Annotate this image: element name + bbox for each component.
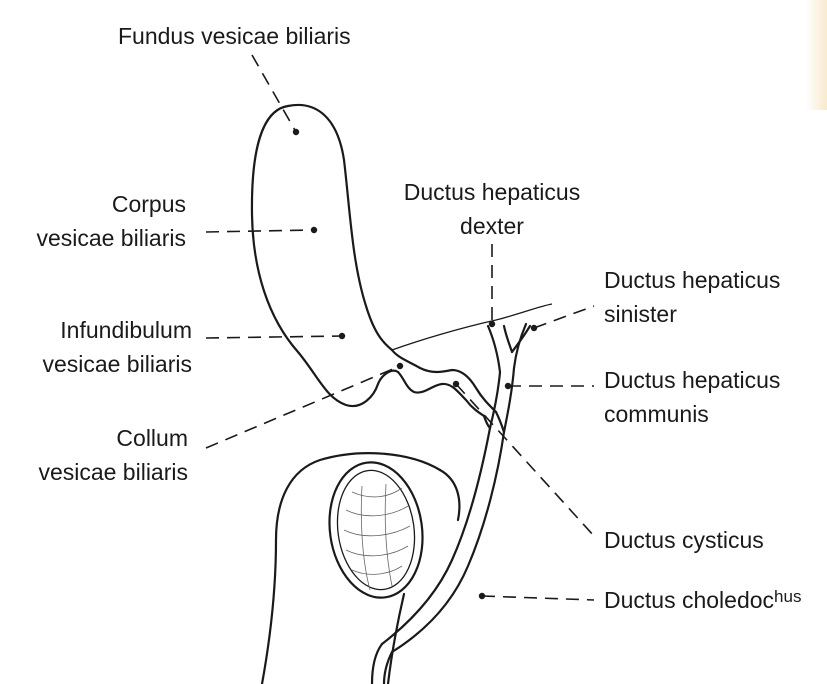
hep-sinister-label-line1: Ductus hepaticus <box>604 267 780 293</box>
fundus-label: Fundus vesicae biliaris <box>118 23 351 49</box>
leader-lines <box>206 55 594 600</box>
hepatic-ducts <box>488 324 530 432</box>
hep-communis-label-line2: communis <box>604 401 709 427</box>
labels: Fundus vesicae biliaris Corpus vesicae b… <box>36 23 801 613</box>
cysticus-label: Ductus cysticus <box>604 527 764 553</box>
corpus-label-line1: Corpus <box>112 191 186 217</box>
collum-label-line2: vesicae biliaris <box>38 459 188 485</box>
duodenum <box>262 453 459 684</box>
choledochus-label-main: Ductus choledoc <box>604 587 774 613</box>
infundibulum-label-line1: Infundibulum <box>60 317 192 343</box>
hep-communis-label-line1: Ductus hepaticus <box>604 367 780 393</box>
hep-dexter-dot <box>489 321 495 327</box>
hep-dexter-label-line1: Ductus hepaticus <box>404 179 580 205</box>
collum-label-line1: Collum <box>116 425 188 451</box>
cysticus-leader <box>456 384 594 536</box>
corpus-leader <box>206 230 314 232</box>
infundibulum-leader <box>206 336 342 338</box>
choledochus-label-tail: hus <box>774 587 801 606</box>
page-edge-shading <box>805 0 827 110</box>
infundibulum-label-line2: vesicae biliaris <box>42 351 192 377</box>
choledochus-label: Ductus choledochus <box>604 587 801 613</box>
hep-dexter-label-line2: dexter <box>460 213 524 239</box>
fundus-leader <box>252 55 296 132</box>
liver-margin-line <box>392 304 552 350</box>
corpus-label-line2: vesicae biliaris <box>36 225 186 251</box>
choledochus-leader <box>482 596 594 600</box>
hep-sinister-label-line2: sinister <box>604 301 677 327</box>
choledochus-duct <box>372 412 504 684</box>
hep-sinister-leader <box>534 306 594 328</box>
duodenal-papilla <box>321 456 431 603</box>
collum-leader <box>206 366 400 448</box>
gallbladder-outline <box>252 105 496 416</box>
